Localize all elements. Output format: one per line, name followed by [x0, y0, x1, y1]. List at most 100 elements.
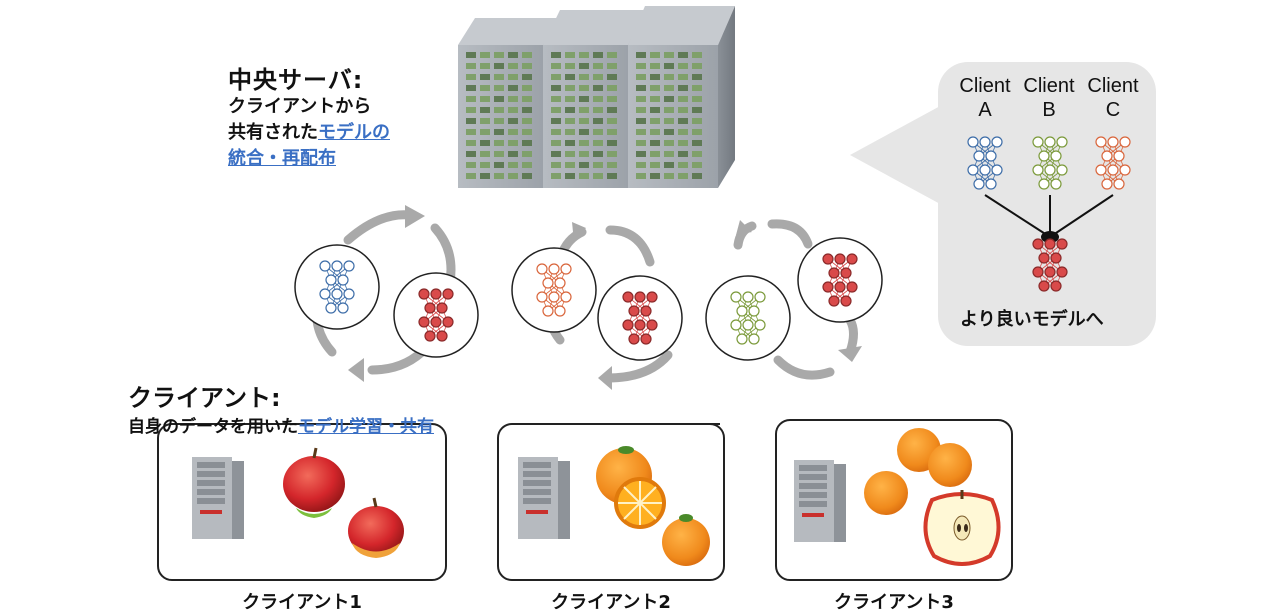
- nn-node: [979, 136, 991, 148]
- server-light: [607, 173, 617, 179]
- tower-slot: [197, 498, 225, 504]
- nn-node: [748, 333, 760, 345]
- tower-slot: [799, 465, 827, 471]
- server-desc-line1: クライアントから: [228, 96, 372, 117]
- nn-node: [1101, 150, 1113, 162]
- server-light: [607, 151, 617, 157]
- nn-node: [634, 291, 646, 303]
- nn-node: [822, 253, 834, 265]
- server-light: [522, 129, 532, 135]
- server-light: [494, 129, 504, 135]
- server-light: [650, 173, 660, 179]
- nn-node: [1044, 238, 1056, 250]
- server-light: [607, 162, 617, 168]
- client-desc-prefix: 自身のデータを用いた: [128, 417, 298, 437]
- server-light: [480, 151, 490, 157]
- server-light: [466, 107, 476, 113]
- tower-slot: [799, 483, 827, 489]
- server-light: [678, 129, 688, 135]
- nn-node: [840, 295, 852, 307]
- nn-node: [1050, 280, 1062, 292]
- server-light: [579, 96, 589, 102]
- server-light: [607, 140, 617, 146]
- server-light: [508, 118, 518, 124]
- tower-led: [802, 513, 824, 517]
- tower-slot: [523, 480, 551, 486]
- server-light: [650, 63, 660, 69]
- nn-node: [1044, 136, 1056, 148]
- nn-node: [1038, 280, 1050, 292]
- client-section-title: クライアント:: [128, 384, 281, 412]
- nn-node: [430, 288, 442, 300]
- server-light: [494, 63, 504, 69]
- client-label-2: クライアント2: [551, 592, 671, 613]
- server-light: [494, 162, 504, 168]
- tower-led: [200, 510, 222, 514]
- server-light: [664, 173, 674, 179]
- nn-node: [979, 164, 991, 176]
- nn-node: [1056, 164, 1068, 176]
- server-light: [678, 118, 688, 124]
- server-light: [636, 140, 646, 146]
- nn-node: [536, 291, 548, 303]
- orange-icon: [596, 446, 710, 566]
- bubble-client-b-line2: B: [1042, 99, 1056, 121]
- nn-node: [1107, 164, 1119, 176]
- server-desc-prefix: 共有された: [228, 122, 318, 143]
- nn-node: [1113, 178, 1125, 190]
- server-light: [494, 140, 504, 146]
- nn-node: [967, 164, 979, 176]
- server-light: [522, 151, 532, 157]
- server-light: [494, 74, 504, 80]
- nn-node: [634, 319, 646, 331]
- nn-node: [442, 316, 454, 328]
- server-light: [480, 74, 490, 80]
- server-light: [664, 96, 674, 102]
- nn-node: [1101, 178, 1113, 190]
- nn-node: [991, 164, 1003, 176]
- nn-node: [628, 333, 640, 345]
- server-light: [692, 85, 702, 91]
- nn-node: [828, 267, 840, 279]
- nn-node: [536, 263, 548, 275]
- server-light: [466, 140, 476, 146]
- server-light: [692, 173, 702, 179]
- server-light: [692, 118, 702, 124]
- bubble-client-a-line2: A: [978, 99, 992, 121]
- neural-network-icon: [319, 136, 1131, 345]
- server-light: [678, 173, 688, 179]
- nn-node: [1056, 136, 1068, 148]
- server-light: [565, 129, 575, 135]
- server-light: [551, 151, 561, 157]
- nn-node: [622, 291, 634, 303]
- server-light: [522, 107, 532, 113]
- server-light: [551, 85, 561, 91]
- server-light: [664, 151, 674, 157]
- server-light: [508, 140, 518, 146]
- server-light: [636, 118, 646, 124]
- server-light: [565, 52, 575, 58]
- nn-node: [640, 333, 652, 345]
- server-light: [579, 140, 589, 146]
- server-light: [664, 140, 674, 146]
- server-light: [593, 74, 603, 80]
- server-light: [636, 162, 646, 168]
- server-light: [480, 129, 490, 135]
- nn-node: [730, 319, 742, 331]
- nn-node: [436, 302, 448, 314]
- server-light: [466, 129, 476, 135]
- server-desc-link2: 統合・再配布: [228, 148, 336, 169]
- server-light: [579, 107, 589, 113]
- server-light: [508, 85, 518, 91]
- server-light: [607, 52, 617, 58]
- nn-node: [325, 302, 337, 314]
- server-light: [636, 107, 646, 113]
- server-light: [508, 162, 518, 168]
- nn-node: [736, 333, 748, 345]
- nn-node: [973, 150, 985, 162]
- server-light: [678, 52, 688, 58]
- server-light: [466, 63, 476, 69]
- server-light: [494, 173, 504, 179]
- server-light: [551, 173, 561, 179]
- server-light: [522, 85, 532, 91]
